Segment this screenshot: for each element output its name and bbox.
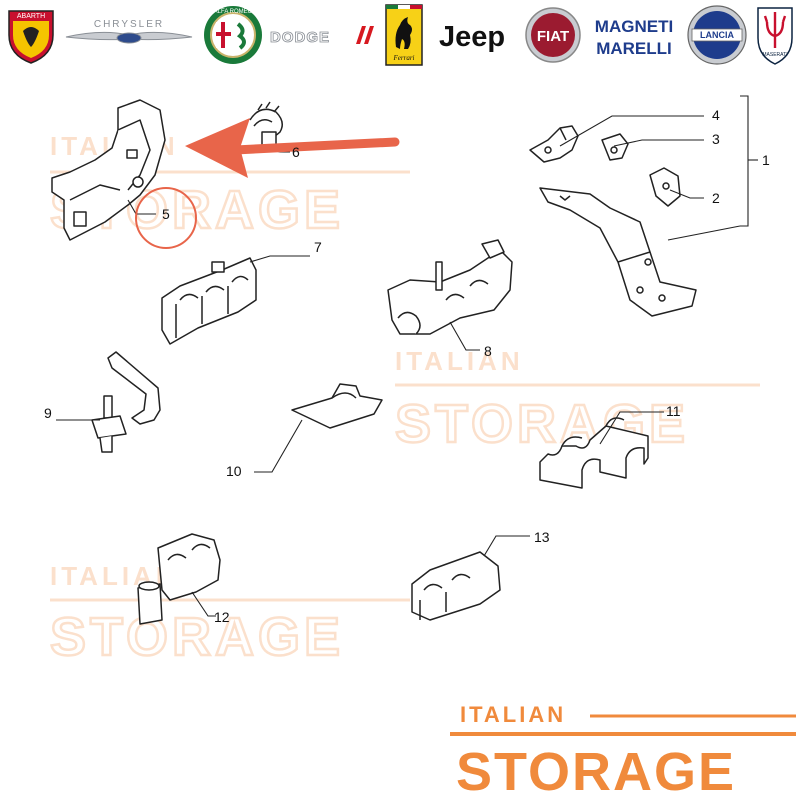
fiat-logo: FIAT (522, 4, 584, 66)
italian-storage-logo: ITALIAN STORAGE (450, 702, 796, 800)
highlight-arrow (185, 118, 400, 178)
abarth-logo: ABARTH (2, 4, 60, 66)
alfa-romeo-logo: ALFA ROMEO (200, 4, 266, 66)
leader-lines (56, 95, 758, 617)
part-1-mount-bracket (539, 187, 697, 317)
part-13-double-clip (411, 551, 501, 621)
callout-3: 3 (712, 131, 720, 147)
magneti-marelli-logo-text: MAGNETI (595, 17, 673, 36)
ferrari-logo-text: Ferrari (393, 54, 415, 62)
svg-text:MARELLI: MARELLI (596, 39, 672, 58)
dodge-logo-text: DODGE (270, 29, 330, 46)
chrysler-logo: CHRYSLER (62, 4, 196, 66)
highlight-circle (135, 187, 197, 249)
part-7-slot-clip (161, 257, 257, 345)
part-5-bracket (51, 99, 166, 241)
jeep-logo: Jeep (428, 4, 516, 66)
callout-13: 13 (534, 529, 550, 545)
part-3-clip (601, 133, 629, 161)
part-4-clip (529, 125, 579, 163)
lancia-logo-text: LANCIA (700, 30, 734, 40)
callout-1: 1 (762, 152, 770, 168)
alfa-romeo-logo-text: ALFA ROMEO (214, 9, 253, 15)
jeep-logo-text: Jeep (439, 21, 505, 53)
maserati-logo-text: MASERATI (762, 52, 787, 58)
watermark-storage-3: STORAGE (50, 607, 344, 667)
part-10-flat-clip (291, 383, 383, 429)
callout-4: 4 (712, 107, 720, 123)
logo-word-storage: STORAGE (456, 742, 736, 800)
callout-5: 5 (162, 206, 170, 222)
magneti-marelli-logo: MAGNETI MARELLI (586, 4, 682, 66)
logo-word-italian: ITALIAN (460, 702, 566, 727)
callout-7: 7 (314, 239, 322, 255)
part-9-spring-clip (91, 351, 161, 453)
callout-6: 6 (292, 144, 300, 160)
watermark-italian-2: ITALIAN (395, 346, 524, 376)
callout-8: 8 (484, 343, 492, 359)
ferrari-logo: Ferrari (382, 4, 426, 66)
fiat-logo-text: FIAT (537, 28, 569, 45)
part-12-post-clip (137, 533, 221, 625)
dodge-logo: DODGE (268, 4, 378, 66)
brand-logo-row: ABARTH CHRYSLER ALFA ROMEO (0, 0, 800, 70)
callout-12: 12 (214, 609, 230, 625)
part-11-triple-saddle (539, 417, 649, 489)
lancia-logo: LANCIA (684, 4, 750, 66)
part-8-clip-assembly (387, 239, 513, 335)
chrysler-logo-text: CHRYSLER (94, 19, 164, 30)
callout-2: 2 (712, 190, 720, 206)
part-6-ring-clip (249, 101, 283, 151)
callout-10: 10 (226, 463, 242, 479)
callout-9: 9 (44, 405, 52, 421)
part-2-clip (649, 167, 681, 207)
abarth-logo-text: ABARTH (17, 13, 45, 20)
callout-11: 11 (666, 403, 681, 419)
maserati-logo: MASERATI (752, 4, 798, 66)
